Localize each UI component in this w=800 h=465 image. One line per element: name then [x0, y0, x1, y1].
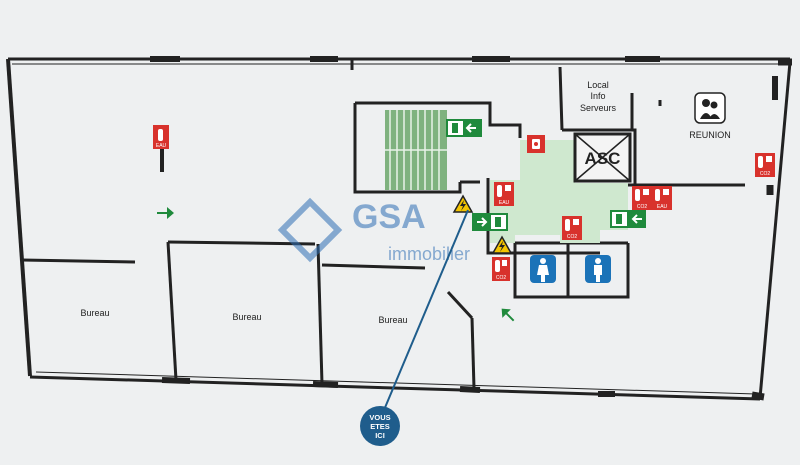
room-label-local-line2: Info — [590, 91, 605, 101]
gsa-logo-icon — [277, 197, 343, 263]
meeting-room-icon — [694, 92, 726, 124]
you-are-here-line1: VOUS — [369, 413, 390, 422]
fire-extinguisher-icon: CO2 — [492, 257, 510, 281]
room-label-bureau-right: Bureau — [378, 315, 407, 325]
exit-arrow-icon — [501, 308, 515, 322]
exit-arrow-icon — [157, 207, 174, 219]
emergency-exit-icon — [446, 119, 482, 137]
emergency-exit-icon — [472, 213, 508, 231]
you-are-here-line3: ICI — [375, 431, 385, 440]
svg-text:CO2: CO2 — [760, 171, 771, 177]
outer-walls — [6, 56, 792, 401]
fire-extinguisher-icon: EAU — [652, 186, 672, 210]
svg-text:EAU: EAU — [657, 204, 668, 210]
svg-text:CO2: CO2 — [567, 234, 578, 240]
toilet-icon — [585, 255, 611, 283]
you-are-here-line2: ETES — [370, 422, 390, 431]
svg-text:CO2: CO2 — [496, 275, 507, 281]
electric-hazard-icon — [452, 194, 474, 213]
circulation-core-area — [490, 140, 628, 243]
elevator-label: ASC — [585, 149, 621, 168]
toilet-icon — [530, 255, 556, 283]
you-are-here-marker-icon: VOUS ETES ICI — [360, 406, 400, 446]
room-label-local-line3: Serveurs — [580, 103, 617, 113]
you-are-here-pointer-line — [383, 209, 469, 411]
svg-text:EAU: EAU — [156, 143, 167, 149]
emergency-exit-icon — [610, 210, 646, 228]
watermark-brand: GSA — [352, 198, 426, 236]
fire-extinguisher-icon: EAU — [153, 125, 169, 149]
elevator: ASC — [573, 132, 632, 183]
svg-text:CO2: CO2 — [637, 204, 648, 210]
room-label-bureau-left: Bureau — [80, 308, 109, 318]
brand-watermark: GSA immobilier — [277, 197, 470, 264]
fire-extinguisher-icon: EAU — [494, 182, 514, 206]
fire-extinguisher-icon: CO2 — [632, 186, 652, 210]
svg-text:EAU: EAU — [499, 200, 510, 206]
staircase — [385, 110, 447, 190]
fire-extinguisher-icon: CO2 — [755, 153, 775, 177]
fire-extinguisher-icon: CO2 — [562, 216, 582, 240]
watermark-subtitle: immobilier — [388, 244, 470, 264]
room-label-local-line1: Local — [587, 80, 609, 90]
electric-hazard-icon — [491, 235, 513, 254]
room-label-bureau-middle: Bureau — [232, 312, 261, 322]
interior-walls — [21, 59, 745, 389]
alarm-button-icon — [527, 135, 545, 153]
room-label-reunion: REUNION — [689, 130, 731, 140]
